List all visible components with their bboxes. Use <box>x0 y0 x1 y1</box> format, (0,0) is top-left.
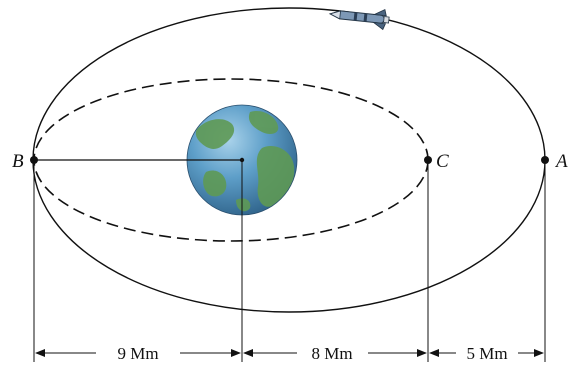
dim-label-5: 5 Mm <box>466 344 507 363</box>
dimension-5mm: 5 Mm <box>429 344 544 363</box>
dimension-8mm: 8 Mm <box>243 344 427 363</box>
label-a: A <box>554 151 568 172</box>
dim-label-9: 9 Mm <box>117 344 158 363</box>
dim-label-8: 8 Mm <box>311 344 352 363</box>
label-b: B <box>12 151 24 172</box>
dimension-9mm: 9 Mm <box>35 344 241 363</box>
label-c: C <box>436 151 449 172</box>
rocket-icon <box>328 8 390 31</box>
